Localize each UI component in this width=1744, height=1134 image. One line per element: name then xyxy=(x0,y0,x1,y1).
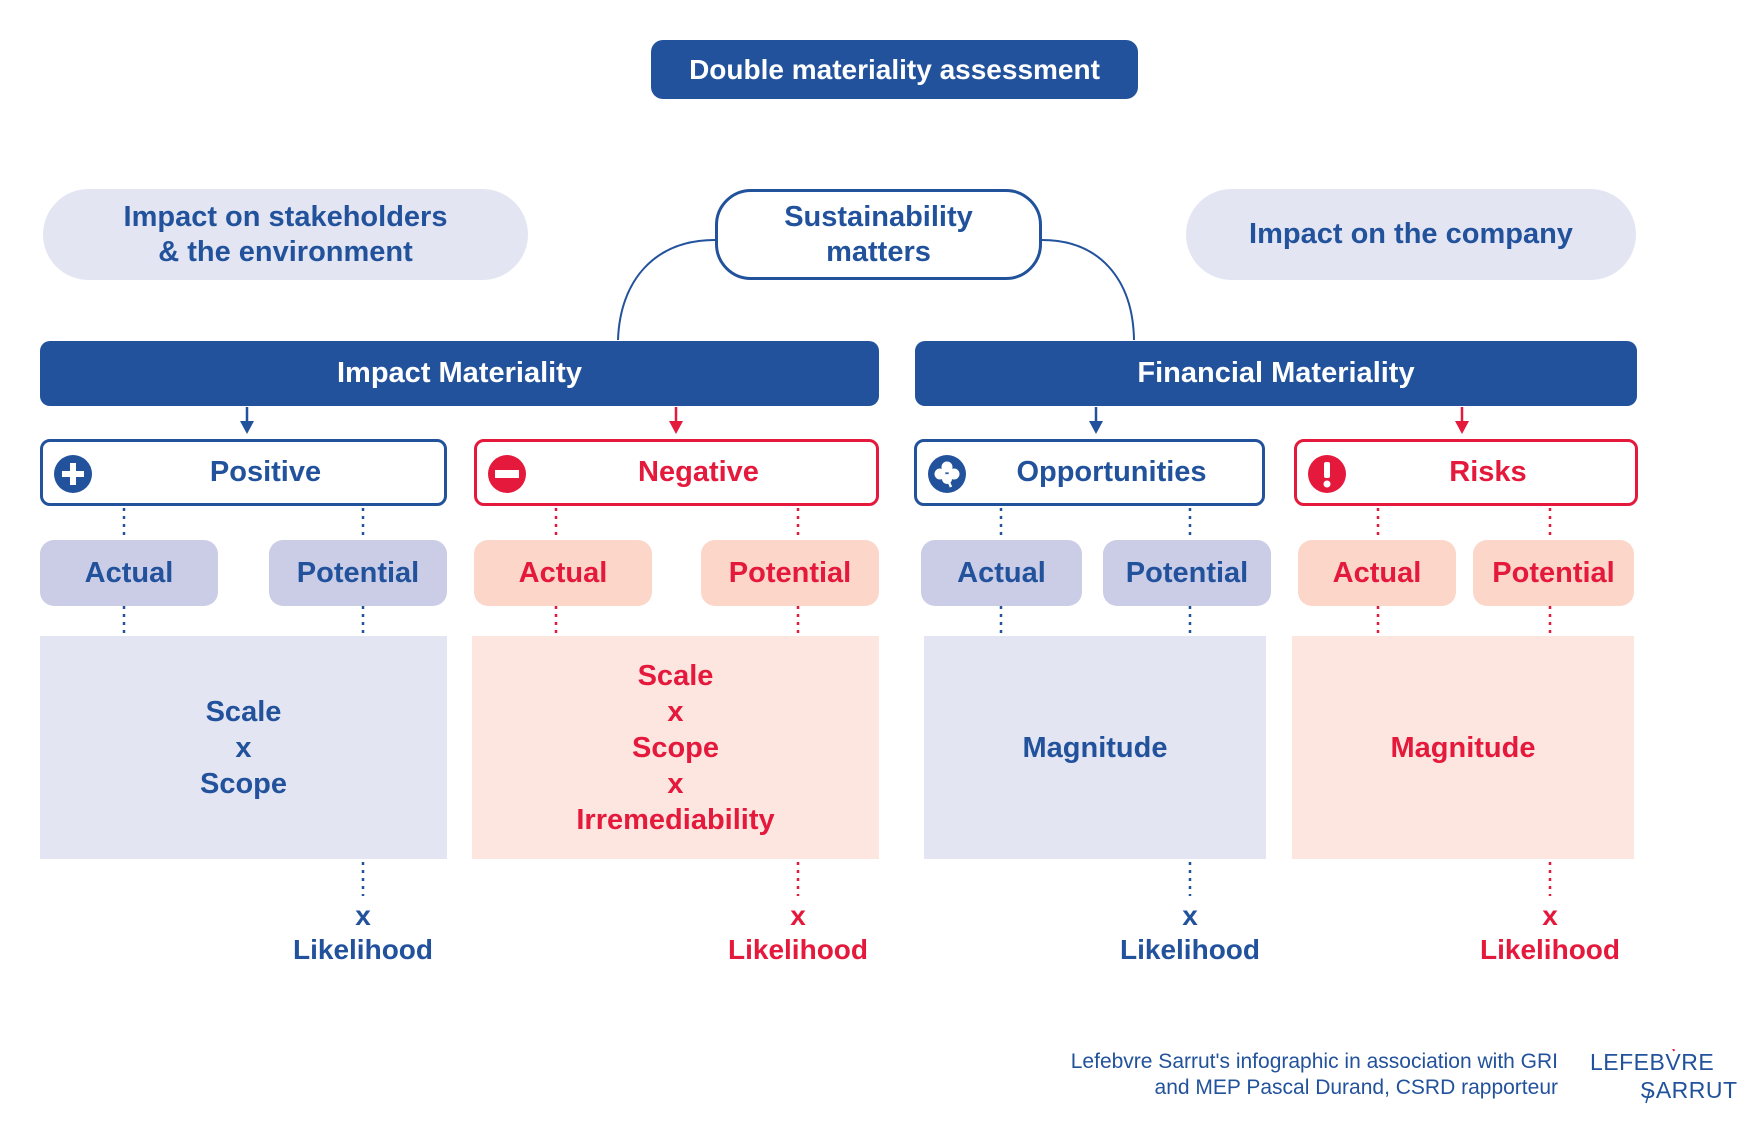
logo-line-2: SARRUT xyxy=(1640,1077,1738,1103)
minus-circle-icon xyxy=(487,454,527,494)
impact-stakeholders-line-1: Impact on stakeholders xyxy=(123,200,448,233)
arrow-negative xyxy=(669,407,683,434)
financial-materiality-band: Financial Materiality xyxy=(915,341,1637,406)
credit-line-1: Lefebvre Sarrut's infographic in associa… xyxy=(1070,1050,1558,1073)
risks-formula-box: Magnitude xyxy=(1292,636,1634,859)
opportunities-box: Opportunities xyxy=(914,439,1265,506)
curve-right xyxy=(1041,239,1135,341)
formula-operator: x xyxy=(235,731,252,764)
formula-term: Scale xyxy=(205,695,282,728)
negative-label: Negative xyxy=(638,456,759,488)
positive-likelihood: x Likelihood xyxy=(263,899,463,967)
plus-circle-icon xyxy=(53,454,93,494)
opportunities-actual-pill: Actual xyxy=(921,540,1082,606)
arrow-opportunities xyxy=(1089,407,1103,434)
formula-operator: x xyxy=(667,767,684,800)
likelihood-operator: x xyxy=(355,900,371,931)
formula-operator: x xyxy=(667,695,684,728)
opportunities-label: Opportunities xyxy=(1016,456,1207,488)
formula-term: Scope xyxy=(199,767,288,800)
logo-line-1: LEFEBVRE xyxy=(1590,1049,1715,1075)
sustainability-line-1: Sustainability xyxy=(784,200,973,233)
positive-label: Positive xyxy=(209,456,322,488)
formula-term: Irremediability xyxy=(576,803,775,836)
impact-stakeholders-line-2: & the environment xyxy=(158,235,413,268)
risks-actual-pill: Actual xyxy=(1298,540,1456,606)
positive-actual-pill: Actual xyxy=(40,540,218,606)
sustainability-matters-pill: Sustainability matters xyxy=(715,189,1042,280)
opportunities-likelihood: x Likelihood xyxy=(1090,899,1290,967)
likelihood-label: Likelihood xyxy=(728,934,868,965)
formula-term: Magnitude xyxy=(1390,731,1536,764)
likelihood-label: Likelihood xyxy=(1480,934,1620,965)
opportunities-formula-box: Magnitude xyxy=(924,636,1266,859)
opportunities-potential-pill: Potential xyxy=(1103,540,1271,606)
lefebvre-sarrut-logo: LEFEBVRE SARRUT xyxy=(1590,1049,1740,1109)
logo-slash-marks xyxy=(1645,1049,1675,1104)
negative-formula-box: Scale x Scope x Irremediability xyxy=(472,636,879,859)
impact-stakeholders-pill: Impact on stakeholders & the environment xyxy=(43,189,528,280)
credit-line-2: and MEP Pascal Durand, CSRD rapporteur xyxy=(1154,1076,1558,1099)
positive-potential-pill: Potential xyxy=(269,540,447,606)
formula-term: Scale xyxy=(637,659,714,692)
arrow-positive xyxy=(240,407,254,434)
negative-actual-pill: Actual xyxy=(474,540,652,606)
page-title: Double materiality assessment xyxy=(651,40,1138,99)
impact-materiality-band: Impact Materiality xyxy=(40,341,879,406)
likelihood-operator: x xyxy=(1542,900,1558,931)
risks-box: Risks xyxy=(1294,439,1638,506)
likelihood-operator: x xyxy=(1182,900,1198,931)
impact-company-pill: Impact on the company xyxy=(1186,189,1636,280)
likelihood-label: Likelihood xyxy=(1120,934,1260,965)
arrow-risks xyxy=(1455,407,1469,434)
likelihood-operator: x xyxy=(790,900,806,931)
positive-formula-box: Scale x Scope xyxy=(40,636,447,859)
negative-potential-pill: Potential xyxy=(701,540,879,606)
risks-label: Risks xyxy=(1449,456,1527,488)
curve-left xyxy=(617,239,716,341)
formula-term: Magnitude xyxy=(1022,731,1168,764)
credit-text: Lefebvre Sarrut's infographic in associa… xyxy=(900,1049,1558,1101)
likelihood-label: Likelihood xyxy=(293,934,433,965)
risks-likelihood: x Likelihood xyxy=(1450,899,1650,967)
sustainability-line-2: matters xyxy=(826,235,931,268)
risks-potential-pill: Potential xyxy=(1473,540,1634,606)
negative-box: Negative xyxy=(474,439,879,506)
negative-likelihood: x Likelihood xyxy=(698,899,898,967)
clover-icon xyxy=(927,454,967,494)
formula-term: Scope xyxy=(631,731,720,764)
positive-box: Positive xyxy=(40,439,447,506)
exclamation-circle-icon xyxy=(1307,454,1347,494)
